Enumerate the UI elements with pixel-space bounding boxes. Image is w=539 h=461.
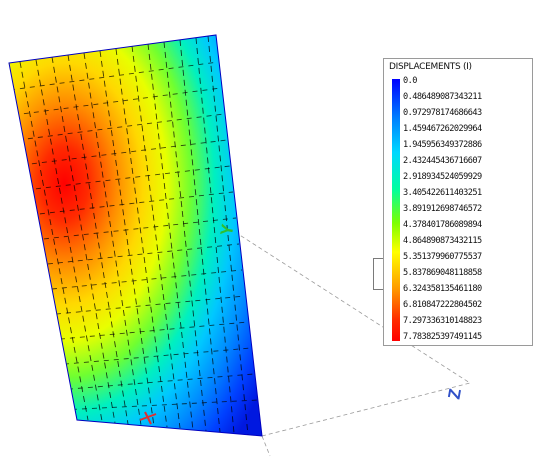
legend-value: 6.810847222804502 [403,300,482,310]
legend-value: 2.918934524059929 [403,172,482,182]
legend-value: 6.324358135461180 [403,284,482,294]
legend-value: 3.405422611403251 [403,188,482,198]
legend-value: 5.837869048118858 [403,268,482,278]
legend-value: 0.0 [403,76,417,86]
legend-value: 2.432445436716607 [403,156,482,166]
mesh-grid [19,35,249,436]
legend-value: 4.378401786089894 [403,220,482,230]
legend-value: 5.351379960775537 [403,252,482,262]
legend-values: 0.0 0.486489087343211 0.972978174686643 … [403,76,531,342]
legend-value: 4.864890873432115 [403,236,482,246]
legend-value: 1.945956349372886 [403,140,482,150]
domain-wireframe [234,231,471,457]
plate-edge [8,34,263,437]
legend-value: 3.891912698746572 [403,204,482,214]
legend-value: 0.972978174686643 [403,108,482,118]
legend-value: 0.486489087343211 [403,92,482,102]
legend-value: 7.783825397491145 [403,332,482,342]
legend-value: 1.459467262029964 [403,124,482,134]
legend-value: 7.297336310148823 [403,316,482,326]
displacement-legend: DISPLACEMENTS (I) 0.0 0.486489087343211 … [383,58,533,346]
legend-connector [373,258,386,290]
axis-x-marker [139,411,157,425]
legend-title: DISPLACEMENTS (I) [389,62,472,72]
legend-color-bar [392,79,400,341]
